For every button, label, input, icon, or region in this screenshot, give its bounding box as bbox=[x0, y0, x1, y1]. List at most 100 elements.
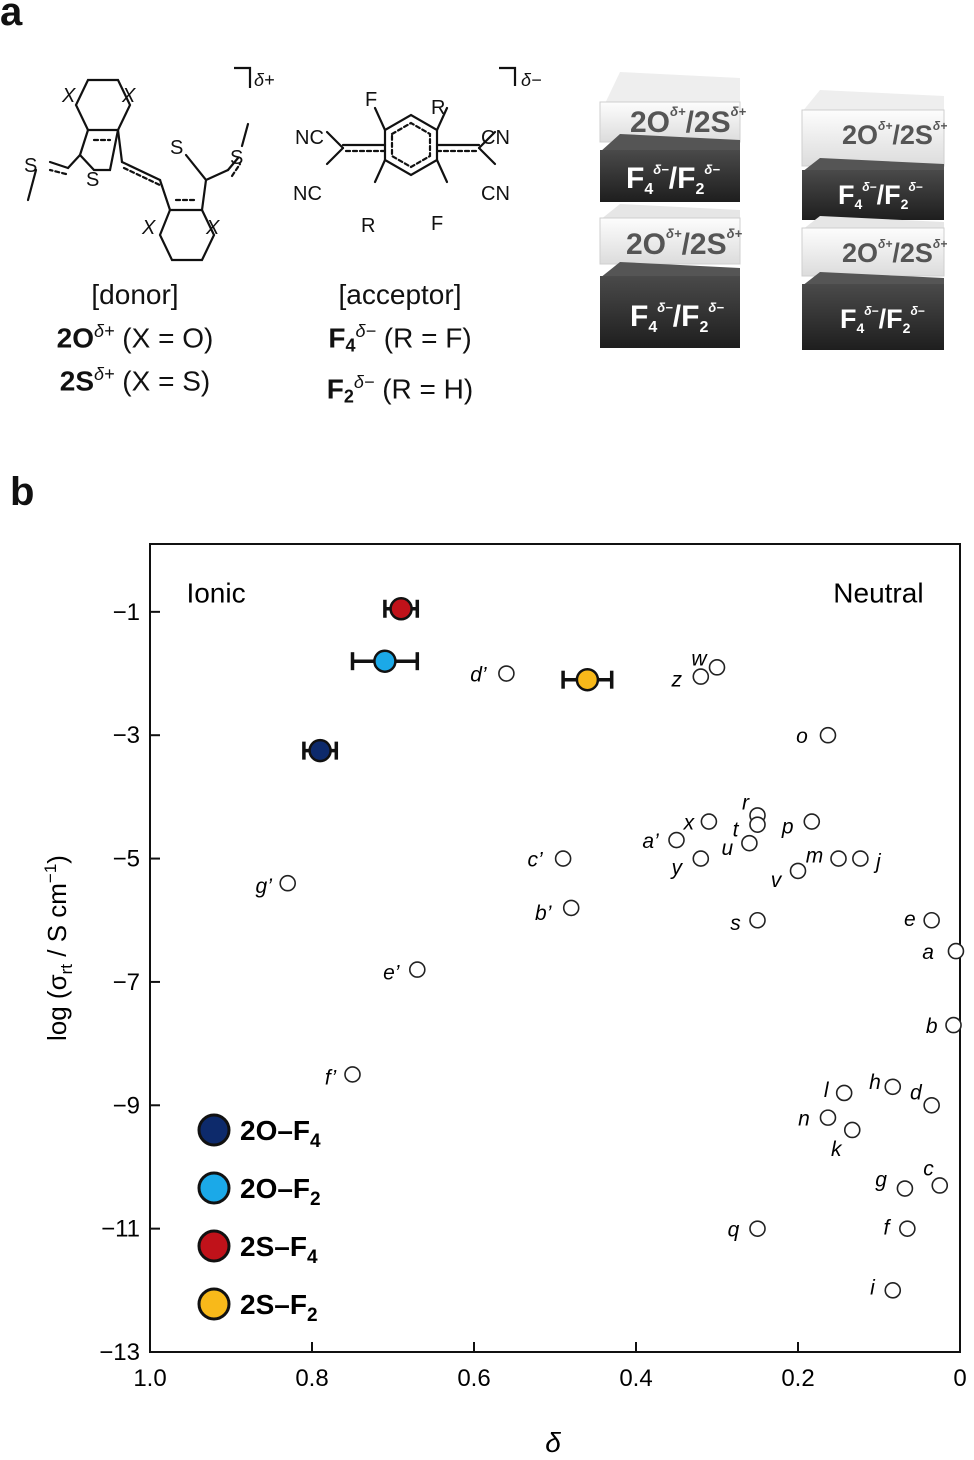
block-acceptor-3: F4δ−/F2δ− bbox=[838, 180, 923, 212]
y-axis: −1 −3 −5 −7 −9 −11 −13 bbox=[99, 599, 160, 1366]
reference-point bbox=[899, 1220, 916, 1237]
reference-point-label: o bbox=[796, 725, 808, 748]
acceptor-atom-cn2: CN bbox=[481, 183, 510, 205]
reference-point bbox=[692, 668, 710, 685]
reference-point bbox=[498, 665, 515, 682]
series-point bbox=[389, 597, 413, 621]
reference-point-label: m bbox=[806, 845, 824, 868]
reference-point bbox=[408, 961, 426, 978]
reference-point-label: a’ bbox=[642, 830, 659, 853]
acceptor-atom-f2: F bbox=[431, 213, 443, 235]
reference-point bbox=[884, 1282, 902, 1299]
reference-point-label: e bbox=[904, 908, 916, 931]
y-tick-label: −7 bbox=[113, 969, 140, 996]
x-axis-label: δ bbox=[545, 1427, 561, 1458]
svg-text:2Oδ+/2Sδ+: 2Oδ+/2Sδ+ bbox=[842, 119, 947, 150]
reference-point bbox=[945, 1016, 962, 1034]
reference-point-label: l bbox=[824, 1079, 830, 1102]
stack-illustration: 2Oδ+/2Sδ+ F4δ−/F2δ− 2Oδ+/2Sδ+ F4δ−/F2δ− … bbox=[599, 72, 947, 350]
reference-point-label: w bbox=[691, 647, 708, 670]
reference-point-label: c’ bbox=[528, 849, 544, 872]
reference-point-label: k bbox=[831, 1138, 843, 1161]
svg-text:2Oδ+/2Sδ+: 2Oδ+/2Sδ+ bbox=[630, 104, 747, 139]
reference-point-label: p bbox=[781, 816, 794, 839]
reference-point-label: z bbox=[671, 669, 683, 692]
reference-point bbox=[562, 899, 580, 917]
y-tick-label: −1 bbox=[113, 599, 140, 626]
y-axis-label: log (σrt / S cm−1) bbox=[41, 855, 76, 1041]
legend-marker bbox=[197, 1229, 231, 1263]
svg-text:2Oδ+/2Sδ+: 2Oδ+/2Sδ+ bbox=[842, 237, 947, 268]
block-acceptor-2: F4δ−/F2δ− bbox=[630, 300, 724, 336]
acceptor-heading: [acceptor] bbox=[338, 279, 462, 310]
legend-label: 2S–F4 bbox=[240, 1231, 318, 1268]
svg-text:F4δ−/F2δ−: F4δ−/F2δ− bbox=[840, 304, 925, 336]
reference-point-label: d’ bbox=[470, 664, 487, 687]
svg-text:2Oδ+/2Sδ+: 2Oδ+/2Sδ+ bbox=[626, 226, 743, 261]
x-tick-label: 0.4 bbox=[619, 1365, 652, 1392]
donor-structure: X X X X S S S S δ+ bbox=[24, 66, 275, 262]
reference-point bbox=[700, 813, 718, 830]
reference-point bbox=[749, 1220, 766, 1237]
block-acceptor-4: F4δ−/F2δ− bbox=[840, 304, 925, 336]
donor-atom-x4: X bbox=[205, 217, 220, 239]
x-tick-label: 1.0 bbox=[133, 1365, 166, 1392]
donor-atom-s4: S bbox=[230, 147, 243, 169]
donor-atom-x3: X bbox=[141, 217, 156, 239]
reference-point-label: b’ bbox=[535, 902, 552, 925]
acceptor-atom-cn1: CN bbox=[481, 127, 510, 149]
annotation-neutral: Neutral bbox=[833, 578, 923, 609]
reference-point bbox=[843, 1121, 861, 1139]
donor-atom-s3: S bbox=[24, 155, 37, 177]
reference-point bbox=[749, 911, 766, 929]
acceptor-atom-f1: F bbox=[365, 89, 377, 111]
block-donor-3: 2Oδ+/2Sδ+ bbox=[842, 119, 947, 150]
block-donor-2: 2Oδ+/2Sδ+ bbox=[626, 226, 743, 261]
reference-point bbox=[947, 942, 965, 960]
reference-point-label: s bbox=[730, 912, 741, 935]
block-donor-4: 2Oδ+/2Sδ+ bbox=[842, 237, 947, 268]
reference-point bbox=[830, 850, 847, 867]
donor-line-2s: 2Sδ+ (X = S) bbox=[59, 364, 211, 397]
legend-marker bbox=[197, 1287, 231, 1321]
right-stack bbox=[801, 90, 945, 350]
reference-point bbox=[819, 1109, 837, 1126]
legend-label: 2S–F2 bbox=[240, 1289, 318, 1326]
donor-label: [donor] 2Oδ+ (X = O) 2Sδ+ (X = S) bbox=[30, 276, 240, 400]
panel-b-label: b bbox=[10, 470, 35, 514]
x-tick-label: 0.6 bbox=[457, 1365, 490, 1392]
left-stack bbox=[599, 72, 741, 348]
svg-text:F4δ−/F2δ−: F4δ−/F2δ− bbox=[630, 300, 724, 336]
panel-a-label: a bbox=[0, 0, 23, 34]
acceptor-atom-nc2: NC bbox=[293, 183, 322, 205]
reference-point bbox=[923, 1096, 940, 1114]
y-tick-label: −11 bbox=[101, 1216, 140, 1243]
acceptor-line-f2: F2δ− (R = H) bbox=[326, 372, 474, 407]
y-tick-label: −13 bbox=[99, 1339, 140, 1366]
reference-point-label: r bbox=[742, 791, 750, 814]
acceptor-label: [acceptor] F4δ− (R = F) F2δ− (R = H) bbox=[300, 276, 500, 416]
y-tick-label: −5 bbox=[113, 846, 140, 873]
reference-point-label: y bbox=[670, 857, 684, 880]
reference-point-label: b bbox=[926, 1015, 938, 1038]
reference-point bbox=[749, 816, 766, 833]
reference-point bbox=[931, 1177, 949, 1194]
acceptor-bracket-charge: δ− bbox=[521, 70, 542, 90]
reference-point bbox=[884, 1078, 902, 1096]
y-tick-label: −9 bbox=[113, 1092, 140, 1119]
donor-heading: [donor] bbox=[91, 279, 179, 310]
legend-marker bbox=[197, 1113, 231, 1147]
legend-marker bbox=[197, 1171, 231, 1205]
reference-point bbox=[668, 831, 685, 849]
reference-point bbox=[789, 862, 807, 880]
reference-point-label: t bbox=[733, 819, 740, 842]
reference-point-label: v bbox=[771, 869, 783, 892]
y-tick-label: −3 bbox=[113, 722, 140, 749]
reference-point-label: i bbox=[870, 1276, 876, 1299]
reference-point-label: g bbox=[875, 1169, 887, 1192]
reference-point bbox=[344, 1066, 361, 1083]
reference-point-label: c bbox=[923, 1157, 934, 1180]
reference-point-label: a bbox=[922, 941, 934, 964]
